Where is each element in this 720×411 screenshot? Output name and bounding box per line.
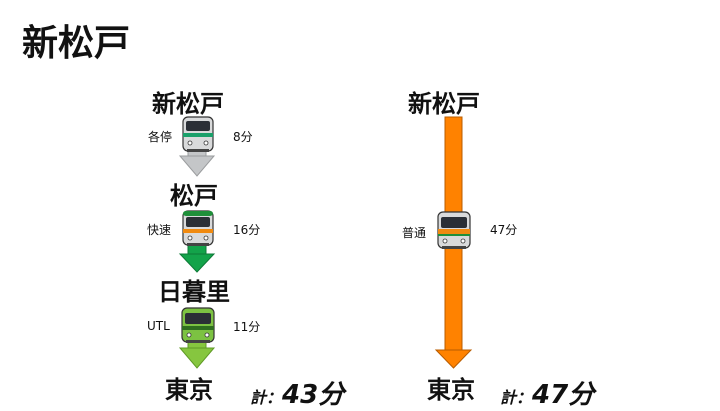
train-icon-utl — [181, 307, 215, 343]
service-label-kakutei: 各停 — [148, 130, 173, 144]
service-label-utl: UTL — [147, 319, 170, 333]
station-matsudo: 松戸 — [170, 182, 218, 210]
train-icon-kakutei — [182, 116, 214, 152]
duration-utl: 11分 — [233, 320, 261, 334]
station-shin-matsudo-left: 新松戸 — [152, 90, 224, 118]
service-label-futsu: 普通 — [402, 226, 427, 240]
total-right-label: 計： — [500, 388, 533, 407]
total-left-value: 43分 — [282, 380, 345, 410]
duration-futsu: 47分 — [490, 223, 518, 237]
station-shin-matsudo-right: 新松戸 — [408, 90, 480, 118]
duration-kaisoku: 16分 — [233, 223, 261, 237]
total-right: 計：47分 — [500, 374, 594, 411]
duration-kakutei: 8分 — [233, 130, 253, 144]
station-tokyo-left: 東京 — [165, 376, 213, 404]
page-title: 新松戸 — [22, 23, 131, 64]
station-tokyo-right: 東京 — [427, 376, 475, 404]
station-nippori: 日暮里 — [158, 278, 230, 306]
train-icon-direct — [437, 211, 471, 249]
total-right-value: 47分 — [532, 380, 595, 410]
train-icon-kaisoku — [182, 210, 214, 246]
service-label-kaisoku: 快速 — [147, 223, 172, 237]
total-left: 計：43分 — [250, 374, 344, 411]
total-left-label: 計： — [250, 388, 283, 407]
